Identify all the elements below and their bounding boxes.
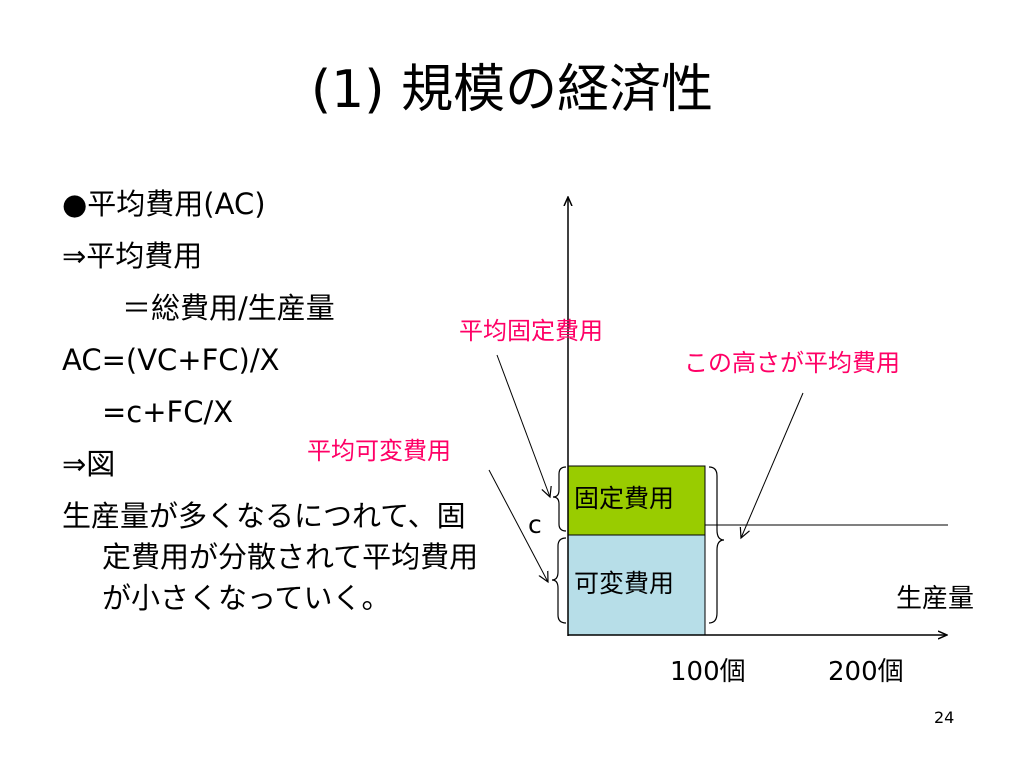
bullet-line-average-cost: ⇒平均費用 <box>62 239 203 273</box>
tick-label-100: 100個 <box>670 657 746 687</box>
variable-cost-box <box>567 534 706 636</box>
page-number: 24 <box>934 708 955 727</box>
callout-average-cost-height: この高さが平均費用 <box>684 349 900 377</box>
fixed-cost-label: 固定費用 <box>574 484 675 513</box>
variable-cost-brace <box>551 537 567 624</box>
bullet-line-formula-2: =c+FC/X <box>102 395 234 429</box>
average-cost-brace <box>708 466 725 624</box>
callout-arrow-fixed <box>496 354 550 497</box>
callout-arrow-average <box>741 392 804 538</box>
callout-average-variable-cost: 平均可変費用 <box>307 437 451 465</box>
fixed-cost-brace <box>552 466 567 532</box>
variable-cost-label: 可変費用 <box>574 569 675 598</box>
c-label: c <box>528 510 542 539</box>
bullet-line-figure-ref: ⇒図 <box>62 447 116 481</box>
slide-title: (1) 規模の経済性 <box>310 60 714 120</box>
bullet-line-formula: AC=(VC+FC)/X <box>62 343 280 377</box>
callout-arrow-variable <box>488 469 548 582</box>
bullet-text-block: ●平均費用(AC) ⇒平均費用 ＝総費用/生産量 AC=(VC+FC)/X =c… <box>62 178 482 619</box>
bullet-line-ac-heading: ●平均費用(AC) <box>62 187 266 221</box>
callout-average-fixed-cost: 平均固定費用 <box>459 317 603 345</box>
x-axis-label: 生産量 <box>896 584 975 614</box>
bullet-line-explanation: 生産量が多くなるにつれて、固定費用が分散されて平均費用が小さくなっていく。 <box>62 499 479 615</box>
fixed-cost-box <box>567 465 706 536</box>
bullet-line-definition: ＝総費用/生産量 <box>122 291 335 325</box>
tick-label-200: 200個 <box>828 657 904 687</box>
